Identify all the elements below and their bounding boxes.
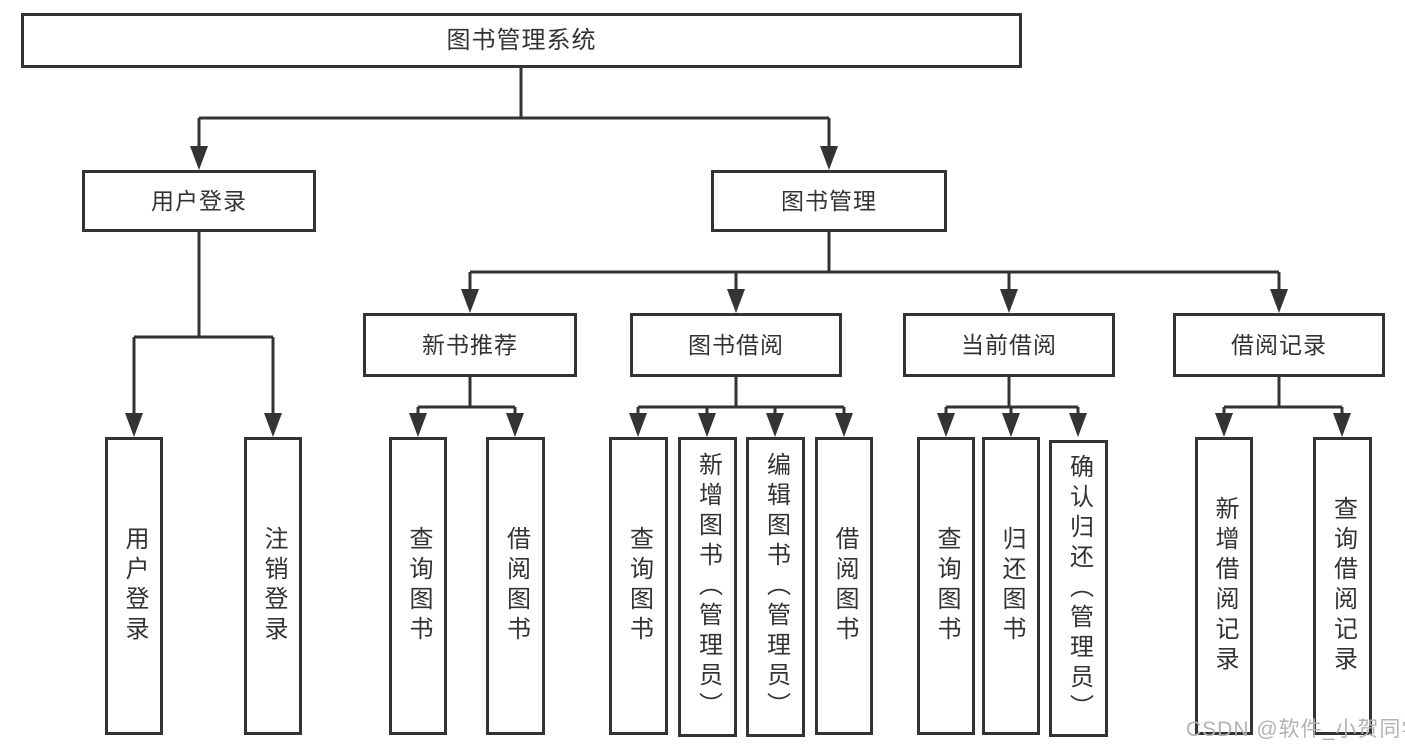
node-user-login: 用户登录 (82, 170, 316, 232)
node-book-borrow: 图书借阅 (630, 313, 842, 377)
node-root: 图书管理系统 (21, 13, 1022, 68)
leaf-borrow-edit-book-admin: 编辑图书（管理员） (746, 437, 805, 737)
leaf-current-confirm-return-admin: 确认归还（管理员） (1049, 440, 1108, 737)
leaf-records-query-record: 查询借阅记录 (1313, 437, 1372, 735)
arrowheads (125, 146, 1351, 437)
leaf-recommend-borrow-book: 借阅图书 (486, 437, 545, 735)
node-book-management: 图书管理 (711, 170, 947, 232)
node-current-borrow: 当前借阅 (903, 313, 1115, 377)
leaf-user-login: 用户登录 (105, 437, 163, 735)
node-borrow-records: 借阅记录 (1173, 313, 1385, 377)
leaf-borrow-query-book: 查询图书 (609, 437, 668, 735)
leaf-logout: 注销登录 (244, 437, 302, 735)
leaf-borrow-add-book-admin: 新增图书（管理员） (678, 437, 737, 737)
leaf-recommend-query-book: 查询图书 (389, 437, 447, 735)
leaf-borrow-borrow-book: 借阅图书 (815, 437, 873, 735)
node-new-book-recommend: 新书推荐 (363, 313, 577, 377)
watermark-text: CSDN @软件_小贺同学 (1186, 718, 1405, 741)
leaf-current-query-book: 查询图书 (917, 437, 975, 735)
leaf-current-return-book: 归还图书 (982, 437, 1040, 735)
leaf-records-add-record: 新增借阅记录 (1195, 437, 1253, 735)
